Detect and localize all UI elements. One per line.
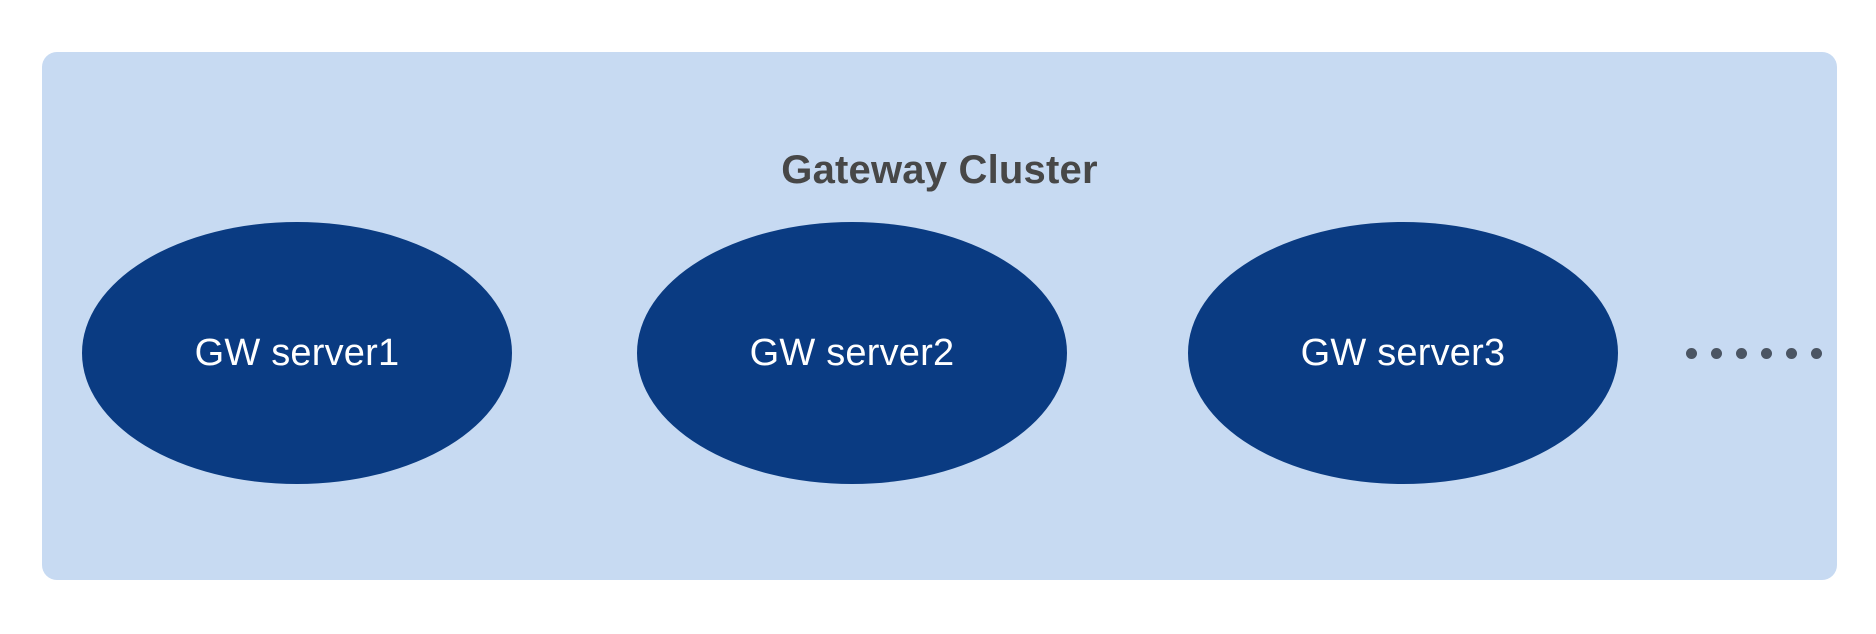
gw-server-1-node[interactable]: GW server1	[82, 222, 512, 484]
gw-server-3-label: GW server3	[1300, 332, 1506, 374]
ellipsis-dot-1	[1686, 347, 1697, 359]
gw-server-2-label: GW server2	[749, 332, 955, 374]
gateway-cluster-container: Gateway Cluster GW server1 GW server2 GW…	[42, 52, 1837, 580]
ellipsis-dot-5	[1786, 347, 1797, 359]
ellipsis-dot-2	[1711, 347, 1722, 359]
more-servers-ellipsis-icon: ……	[1669, 328, 1839, 378]
gw-server-2-node[interactable]: GW server2	[637, 222, 1067, 484]
ellipsis-dot-3	[1736, 347, 1747, 359]
gw-server-3-node[interactable]: GW server3	[1188, 222, 1618, 484]
ellipsis-dot-6	[1811, 347, 1822, 359]
gw-server-1-label: GW server1	[194, 332, 400, 374]
gateway-cluster-title: Gateway Cluster	[781, 148, 1098, 192]
ellipsis-dot-4	[1761, 347, 1772, 359]
